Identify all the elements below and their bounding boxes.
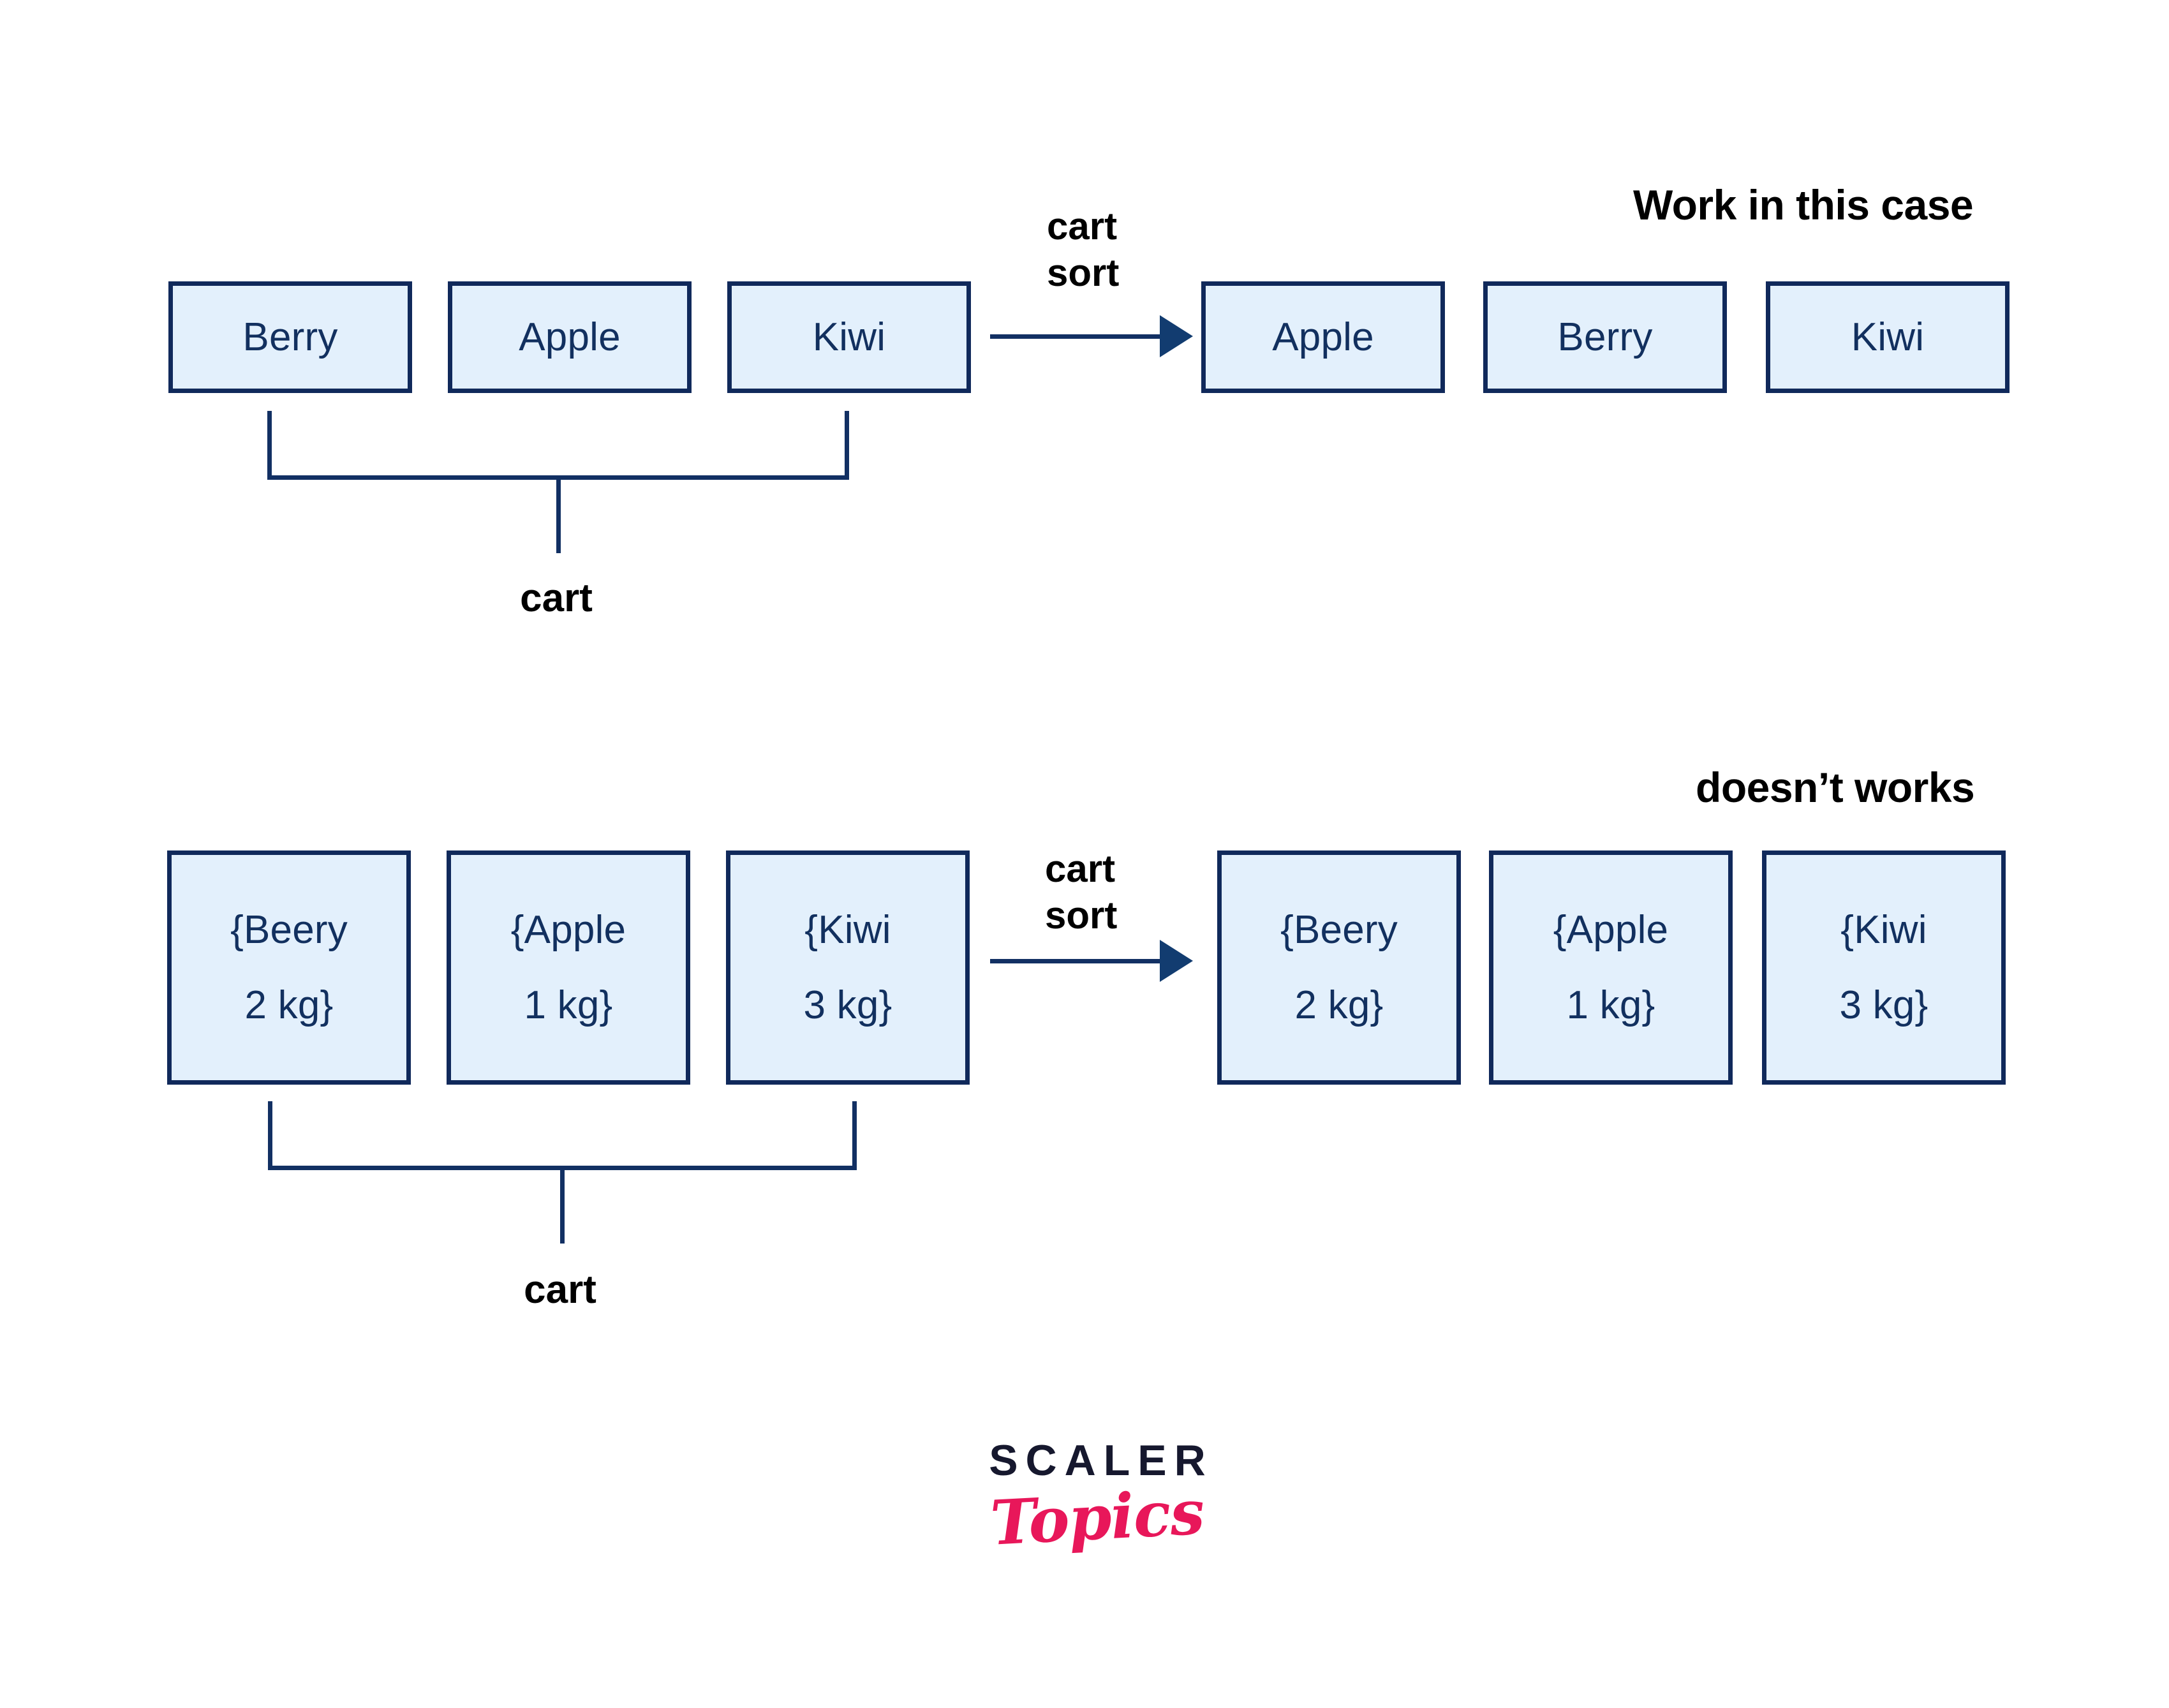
row1-operation-label-line2: sort [1047,251,1120,295]
row2-arrow-shaft [990,959,1161,963]
row1-input-box-2[interactable]: Apple [448,281,692,393]
row2-output-box-2[interactable]: {Apple 1 kg} [1489,850,1733,1085]
row1-output-box-2[interactable]: Berry [1483,281,1727,393]
row2-input-box-2-weight: 1 kg} [524,983,613,1027]
row1-bracket-left-stem [267,411,272,480]
row1-arrow-head [1160,315,1193,357]
row2-operation-label: cart sort [1045,845,1117,939]
row1-input-box-2-label: Apple [519,315,621,359]
row2-operation-label-line1: cart [1045,847,1116,890]
row1-output-box-1[interactable]: Apple [1201,281,1445,393]
row2-input-box-3-name: {Kiwi [804,908,891,953]
row2-heading: doesn’t works [1696,764,1975,811]
row1-input-box-1-label: Berry [242,315,338,359]
row2-input-box-2[interactable]: {Apple 1 kg} [447,850,690,1085]
row1-output-box-3-label: Kiwi [1851,315,1925,359]
row2-bracket-down-stem [560,1166,565,1244]
row1-bracket-right-stem [845,411,849,480]
row1-input-box-1[interactable]: Berry [168,281,412,393]
row2-output-box-1-name: {Beery [1280,908,1398,953]
row1-heading: Work in this case [1633,181,1974,228]
row2-input-box-1-weight: 2 kg} [244,983,334,1027]
row1-bracket-down-stem [556,475,561,553]
row2-cart-label: cart [524,1268,596,1312]
row1-operation-label: cart sort [1047,203,1119,296]
row1-output-box-3[interactable]: Kiwi [1766,281,2010,393]
row2-input-box-3[interactable]: {Kiwi 3 kg} [726,850,970,1085]
row2-input-box-1[interactable]: {Beery 2 kg} [167,850,411,1085]
row1-input-box-3-label: Kiwi [812,315,886,359]
row2-output-box-1[interactable]: {Beery 2 kg} [1217,850,1461,1085]
row1-arrow-shaft [990,334,1161,339]
row1-output-box-2-label: Berry [1557,315,1653,359]
row2-input-box-2-name: {Apple [510,908,626,953]
row2-input-box-3-weight: 3 kg} [803,983,892,1027]
row1-output-box-1-label: Apple [1272,315,1374,359]
row2-input-box-1-name: {Beery [230,908,348,953]
logo-scaler-wordmark: SCALER [989,1436,1213,1485]
scaler-topics-logo: SCALER Topics [963,1436,1231,1559]
row2-output-box-2-name: {Apple [1553,908,1669,953]
row1-input-box-3[interactable]: Kiwi [727,281,971,393]
row1-cart-label: cart [520,576,593,620]
row2-output-box-3[interactable]: {Kiwi 3 kg} [1762,850,2006,1085]
row2-output-box-3-weight: 3 kg} [1839,983,1928,1027]
logo-topics-wordmark: Topics [988,1476,1206,1559]
row2-arrow-head [1160,940,1193,982]
row1-operation-label-line1: cart [1047,205,1118,248]
row2-output-box-1-weight: 2 kg} [1294,983,1384,1027]
row2-bracket-left-stem [268,1101,272,1170]
row2-bracket-right-stem [852,1101,857,1170]
row2-output-box-3-name: {Kiwi [1840,908,1927,953]
row2-operation-label-line2: sort [1045,894,1118,937]
row2-output-box-2-weight: 1 kg} [1566,983,1655,1027]
